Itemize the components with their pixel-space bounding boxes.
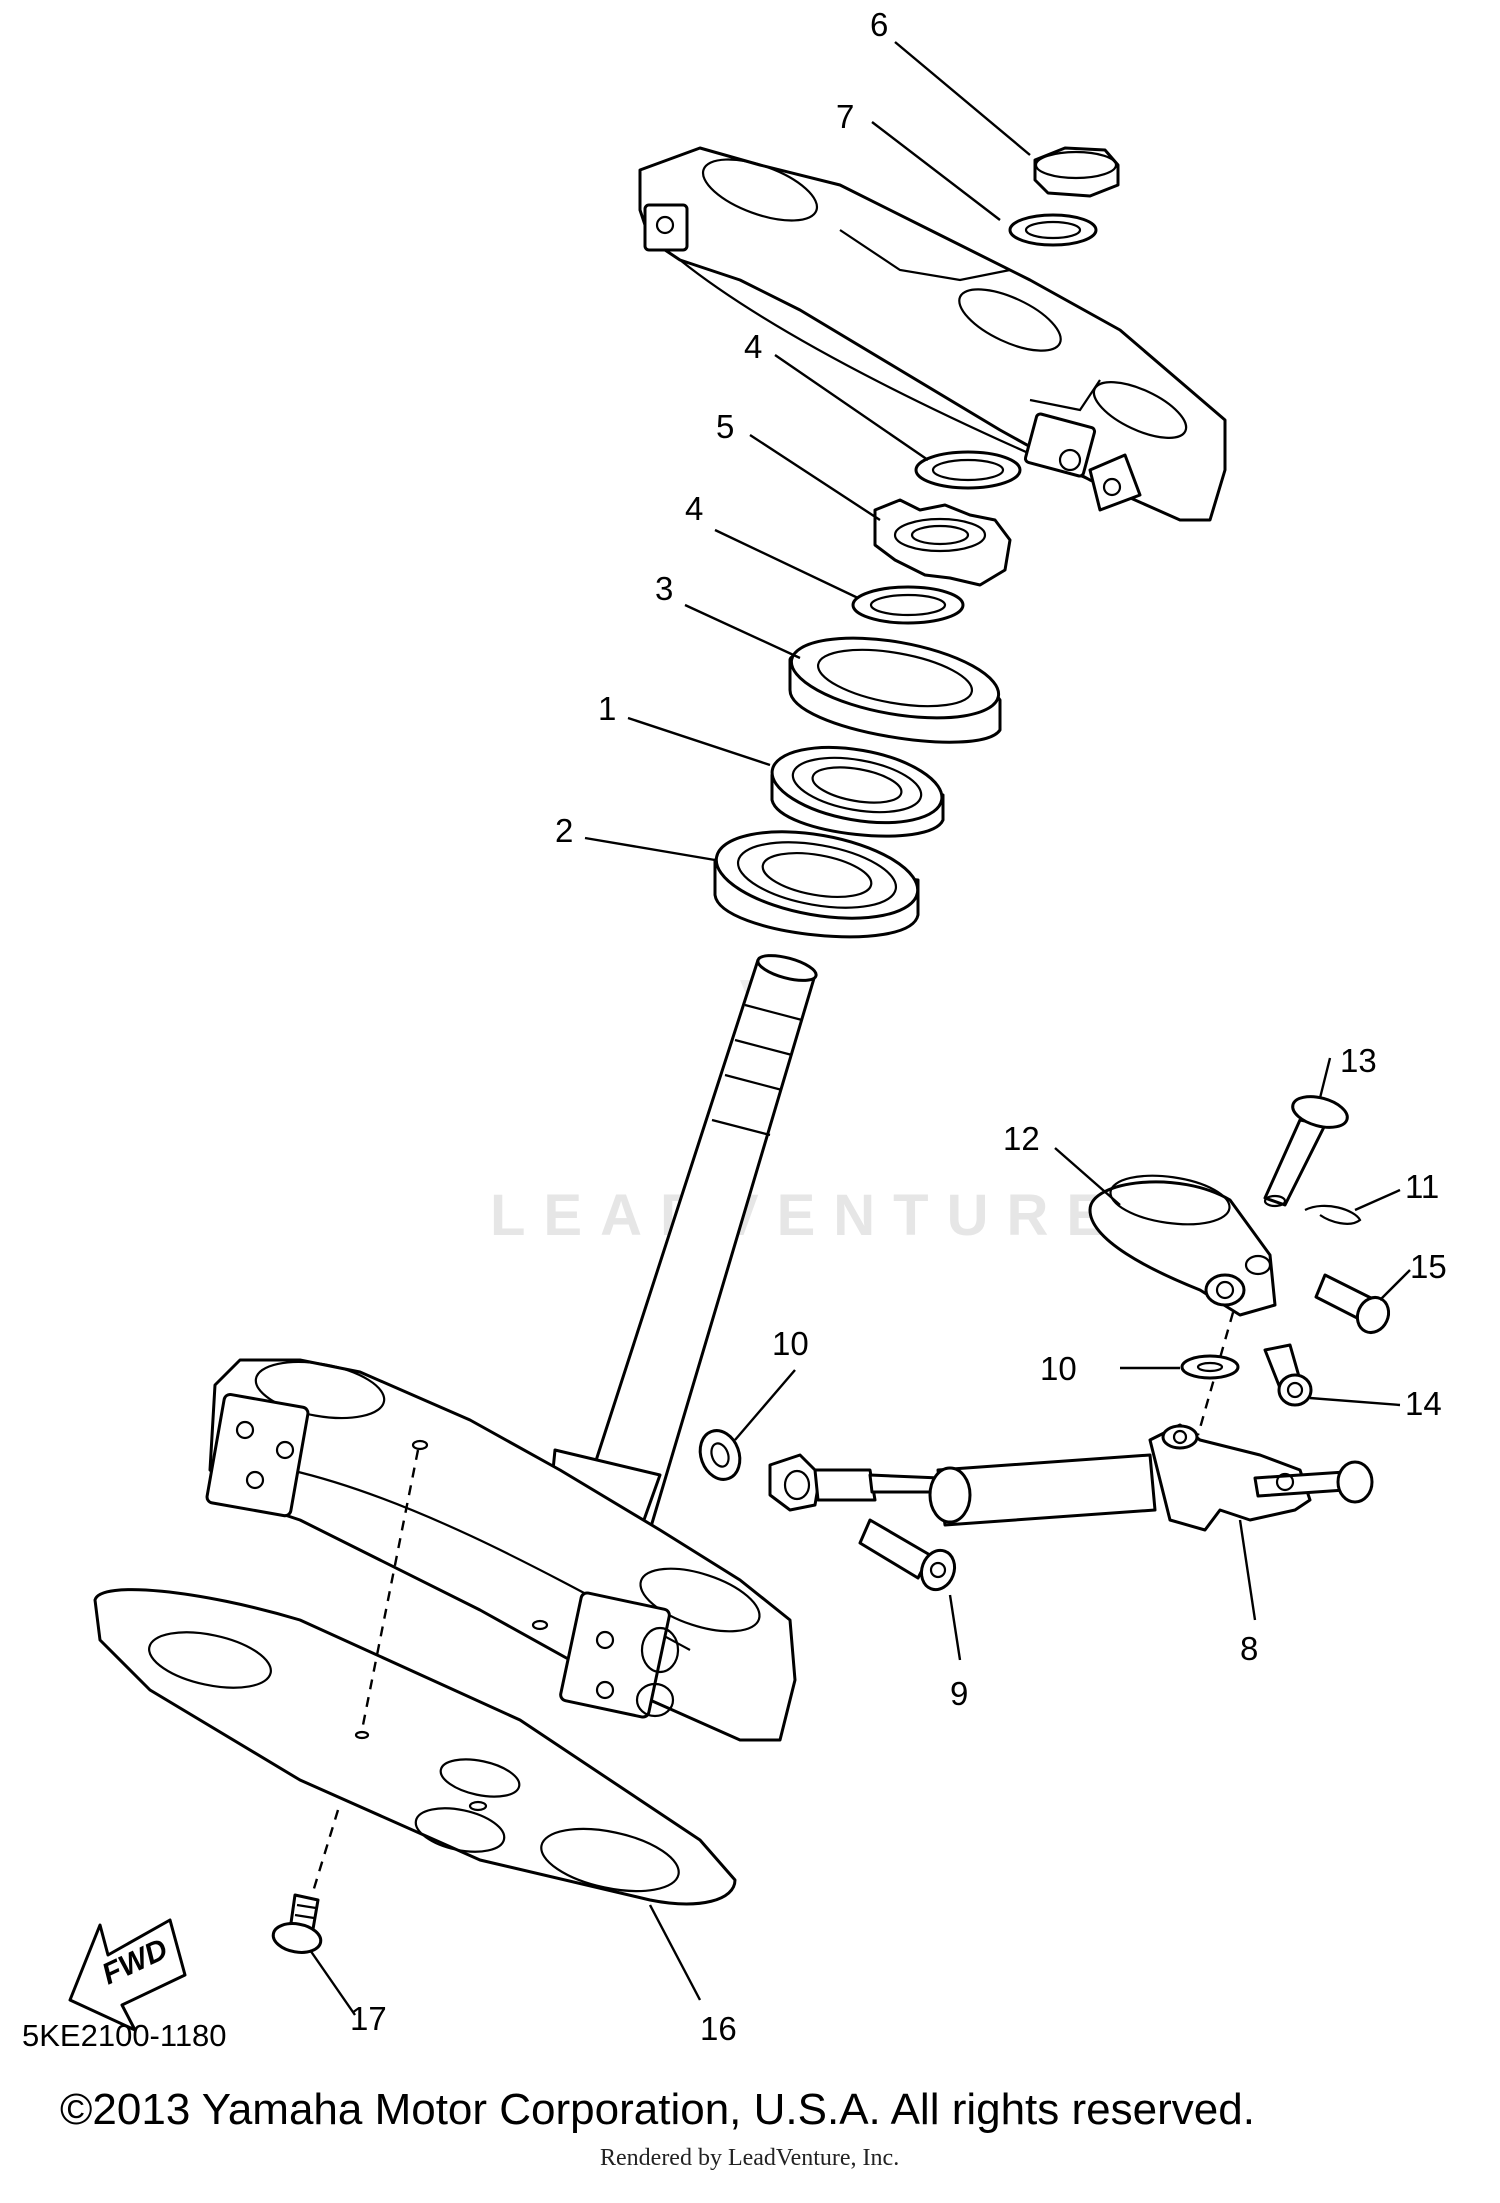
lower-triple-clamp	[205, 1358, 797, 1742]
part-4-washer-upper	[914, 450, 1022, 490]
part-7-washer	[1008, 213, 1098, 247]
part-9-bolt	[858, 1518, 957, 1592]
callout-15: 15	[1410, 1248, 1447, 1285]
assembly-line-16-clamp	[360, 1449, 420, 1731]
rendered-by-text: Rendered by LeadVenture, Inc.	[600, 2145, 900, 2171]
watermark: LEADVENTURE	[490, 980, 1123, 1248]
part-11-clip	[1304, 1204, 1362, 1225]
callout-16: 16	[700, 2010, 737, 2047]
callout-14: 14	[1405, 1385, 1442, 1422]
part-3-seal	[788, 636, 1002, 744]
assembly-line-17-plate	[310, 1809, 340, 1896]
callout-10-left: 10	[772, 1325, 809, 1362]
part-16-plate	[93, 1588, 737, 1906]
callout-2: 2	[555, 812, 573, 849]
leader-lines	[309, 41, 1411, 2016]
part-4-washer-lower	[851, 585, 965, 625]
callout-10-right: 10	[1040, 1350, 1077, 1387]
callout-4-upper: 4	[744, 328, 762, 365]
callout-13: 13	[1340, 1042, 1377, 1079]
callout-labels: 6 7 4 5 4 3 1 2 13 12 11 15 10 10 14 8 9…	[350, 6, 1447, 2047]
fwd-arrow-icon: FWD	[68, 1918, 187, 2032]
callout-4-lower: 4	[685, 490, 703, 527]
part-12-bracket	[1088, 1174, 1277, 1317]
watermark-text: LEADVENTURE	[490, 1183, 1123, 1248]
part-14-bolt	[1263, 1343, 1313, 1407]
callout-9: 9	[950, 1675, 968, 1712]
part-1-bearing	[770, 745, 945, 838]
upper-triple-clamp	[638, 146, 1227, 522]
part-17-bolt	[271, 1893, 323, 1954]
diagram-code: 5KE2100-1180	[22, 2018, 227, 2053]
callout-7: 7	[836, 98, 854, 135]
callout-8: 8	[1240, 1630, 1258, 1667]
callout-3: 3	[655, 570, 673, 607]
part-10-washer-right	[1180, 1354, 1240, 1380]
part-15-bolt	[1314, 1273, 1391, 1335]
part-6-nut	[1033, 146, 1120, 198]
callout-12: 12	[1003, 1120, 1040, 1157]
callout-11: 11	[1405, 1168, 1439, 1205]
part-5-ring-nut	[873, 498, 1012, 587]
callout-1: 1	[598, 690, 616, 727]
part-10-washer-left	[698, 1429, 742, 1481]
callout-5: 5	[716, 408, 734, 445]
part-13-pin	[1263, 1095, 1349, 1208]
copyright-text: ©2013 Yamaha Motor Corporation, U.S.A. A…	[60, 2085, 1255, 2134]
callout-6: 6	[870, 6, 888, 43]
part-8-steering-damper	[768, 1423, 1374, 1532]
part-2-bearing	[713, 830, 920, 939]
callout-17: 17	[350, 2000, 387, 2037]
